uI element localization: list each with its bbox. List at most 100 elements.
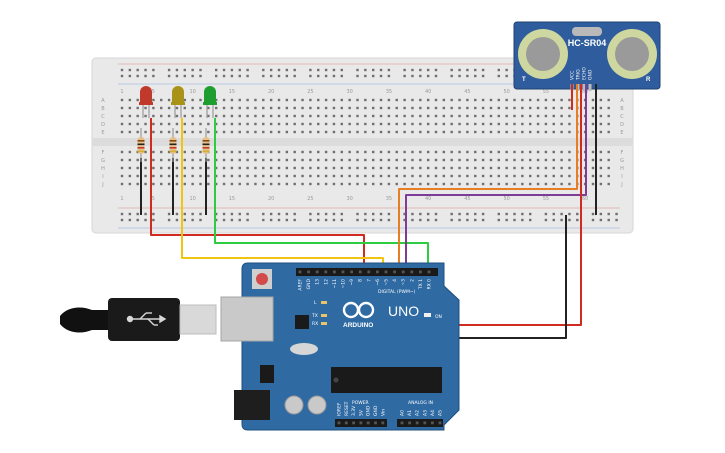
reset-button[interactable] <box>256 273 268 285</box>
grid-hole <box>442 106 446 110</box>
row-letter: J <box>620 182 622 188</box>
digital-pin-label: 7 <box>366 279 372 282</box>
grid-hole <box>379 122 383 126</box>
rail-hole <box>379 218 383 222</box>
grid-hole <box>230 174 234 178</box>
grid-hole <box>466 150 469 154</box>
grid-hole <box>434 166 438 170</box>
grid-hole <box>607 130 610 134</box>
column-number: 45 <box>464 89 470 95</box>
grid-hole <box>419 150 422 154</box>
grid-hole <box>301 182 304 186</box>
grid-hole <box>560 182 563 186</box>
digital-pin-label: 2 <box>409 279 415 282</box>
rail-hole <box>458 68 461 72</box>
wire-echo <box>405 84 587 268</box>
capacitor-1 <box>284 395 304 415</box>
grid-hole <box>269 114 273 118</box>
grid-hole <box>340 98 343 102</box>
grid-hole <box>403 166 406 170</box>
grid-hole <box>144 182 147 186</box>
row-letter: H <box>101 166 105 172</box>
grid-hole <box>230 106 234 110</box>
grid-hole <box>607 182 610 186</box>
grid-hole <box>144 174 147 178</box>
grid-hole <box>332 98 336 102</box>
grid-hole <box>246 158 249 162</box>
grid-hole <box>238 182 241 186</box>
grid-hole <box>481 182 485 186</box>
grid-hole <box>497 182 500 186</box>
rail-hole <box>136 218 139 222</box>
l-label: L <box>314 300 317 306</box>
column-number: 25 <box>307 196 313 202</box>
rail-hole <box>450 218 453 222</box>
resistor-band <box>169 150 177 153</box>
grid-hole <box>529 182 532 186</box>
row-letter: I <box>102 174 103 180</box>
rail-hole <box>285 74 289 78</box>
rail-hole <box>434 218 438 222</box>
grid-hole <box>324 174 328 178</box>
grid-hole <box>442 166 446 170</box>
grid-hole <box>536 166 540 170</box>
grid-hole <box>450 114 453 118</box>
column-number: 15 <box>229 196 235 202</box>
rail-hole <box>262 68 265 72</box>
l-led <box>321 301 327 304</box>
grid-hole <box>466 174 469 178</box>
grid-hole <box>552 158 555 162</box>
grid-hole <box>599 98 603 102</box>
row-letter: C <box>620 114 624 120</box>
resistor <box>169 128 177 162</box>
power-pin-label: 5V <box>358 409 364 416</box>
grid-hole <box>160 122 163 126</box>
grid-hole <box>199 158 202 162</box>
grid-hole <box>474 130 477 134</box>
rail-hole <box>513 212 516 216</box>
rail-hole <box>238 218 241 222</box>
grid-hole <box>466 130 469 134</box>
grid-hole <box>285 158 289 162</box>
grid-hole <box>419 130 422 134</box>
grid-hole <box>591 182 595 186</box>
grid-hole <box>599 114 603 118</box>
grid-hole <box>199 106 202 110</box>
column-number: 50 <box>503 196 509 202</box>
grid-hole <box>120 166 124 170</box>
rail-hole <box>387 218 391 222</box>
grid-hole <box>536 174 540 178</box>
rail-hole <box>309 212 312 216</box>
grid-hole <box>591 114 595 118</box>
rail-hole <box>387 74 391 78</box>
grid-hole <box>419 166 422 170</box>
grid-hole <box>411 166 414 170</box>
crystal-oscillator <box>290 343 318 355</box>
grid-hole <box>317 98 320 102</box>
grid-hole <box>160 114 163 118</box>
rail-hole <box>175 74 179 78</box>
grid-hole <box>599 130 603 134</box>
rail-hole <box>591 212 595 216</box>
rail-hole <box>183 212 186 216</box>
grid-hole <box>513 114 516 118</box>
rail-hole <box>552 218 555 222</box>
grid-hole <box>505 150 508 154</box>
sensor-pin <box>588 84 592 91</box>
grid-hole <box>474 182 477 186</box>
grid-hole <box>419 98 422 102</box>
sensor-pin-label: TRIG <box>576 69 582 81</box>
grid-hole <box>591 98 595 102</box>
rail-hole <box>356 68 359 72</box>
rail-hole <box>285 212 289 216</box>
rail-hole <box>246 218 249 222</box>
grid-hole <box>285 98 289 102</box>
rail-hole <box>426 218 430 222</box>
grid-hole <box>269 150 273 154</box>
grid-hole <box>458 150 461 154</box>
resistor-band <box>202 147 210 149</box>
grid-hole <box>191 106 194 110</box>
power-pin-label: RESET <box>344 401 350 416</box>
rail-hole <box>505 74 508 78</box>
grid-hole <box>324 158 328 162</box>
